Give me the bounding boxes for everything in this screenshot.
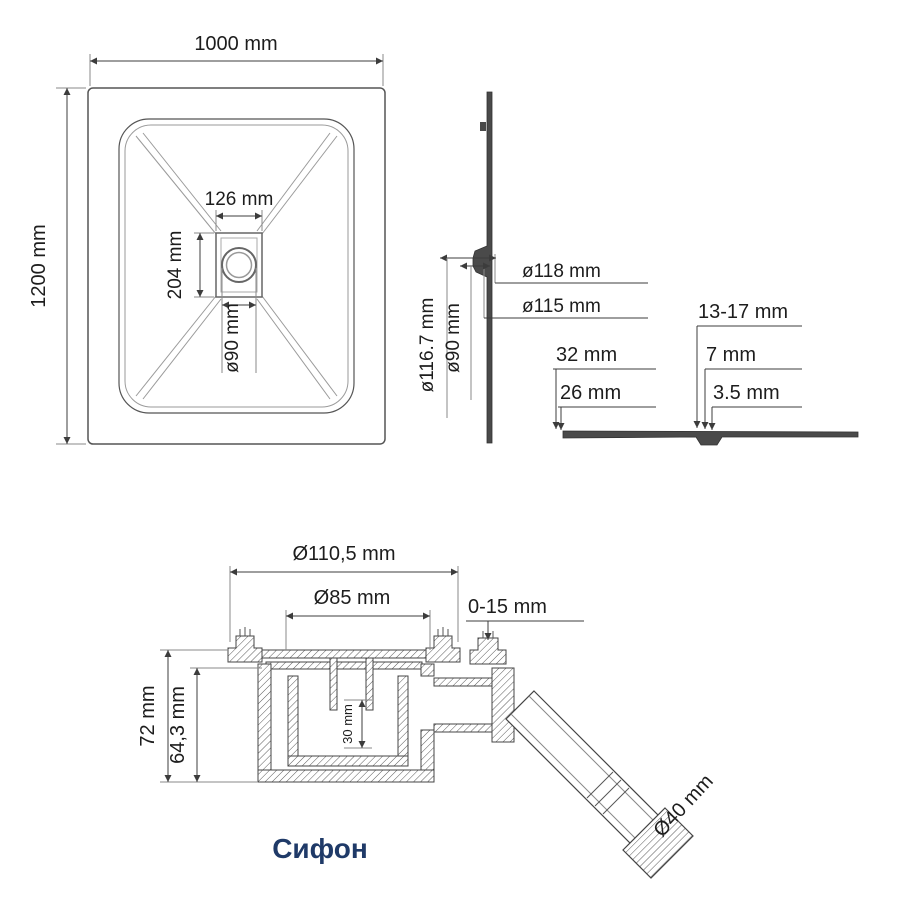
side-profile-rim-clip (480, 122, 486, 131)
dim-edge-base: 26 mm (557, 382, 656, 430)
outlet-pipe-top-wall (433, 677, 493, 687)
dim-edge-height-label: 32 mm (556, 344, 617, 366)
elbow-pipe-inner-walls (510, 695, 655, 840)
dim-siphon-adjust: 0-15 mm (466, 596, 584, 640)
dim-drain-height: 204 mm (165, 231, 214, 300)
dim-tray-width-label: 1000 mm (194, 33, 277, 55)
cup-wall-right-upper (420, 663, 435, 677)
dim-hole: ø90 mm (443, 262, 490, 400)
dim-siphon-seal-label: 30 mm (340, 704, 355, 744)
dim-drain-diameter: ø90 mm (221, 268, 257, 373)
dim-siphon-inner: Ø85 mm (285, 587, 431, 650)
tray-top-view: 1000 mm 1200 mm 126 mm 204 mm ø9 (28, 33, 386, 445)
elbow-thread-lines (586, 771, 630, 815)
inner-cup-wall-right (397, 675, 409, 767)
dim-siphon-inner-label: Ø85 mm (314, 587, 391, 609)
dim-drain-diameter-label: ø90 mm (222, 303, 243, 373)
outlet-nut (491, 667, 515, 743)
drain-tube-right (365, 657, 374, 711)
dim-drain-height-label: 204 mm (165, 231, 186, 300)
dim-flange-outer: ø118 mm (494, 254, 648, 284)
cup-wall-left (257, 663, 272, 783)
left-clamp-boss (227, 635, 263, 663)
dim-siphon-height-body-label: 64,3 mm (167, 686, 189, 764)
tray-side-section: ø118 mm ø115 mm ø116.7 mm ø90 mm (417, 91, 648, 444)
tray-inner-edge (118, 118, 355, 414)
dim-tray-height-label: 1200 mm (28, 224, 50, 307)
inner-cup-wall-left (287, 675, 299, 767)
dim-siphon-height-total: 72 mm (137, 649, 258, 783)
elbow-pipe (505, 690, 660, 845)
dim-siphon-height-total-label: 72 mm (137, 685, 159, 746)
edge-profile (562, 430, 859, 446)
flange-plate-bottom (265, 661, 423, 670)
dim-siphon-height-body: 64,3 mm (167, 667, 262, 782)
dim-drain-width: 126 mm (205, 189, 274, 231)
dim-flange-inner-label: ø115 mm (522, 296, 601, 317)
siphon-caption: Сифон (272, 833, 368, 864)
dim-tray-width: 1000 mm (89, 33, 384, 86)
dim-siphon-outer-label: Ø110,5 mm (293, 543, 396, 565)
dim-edge-thickness-min-label: 3.5 mm (713, 382, 780, 404)
inner-cup-bottom (287, 755, 409, 767)
tray-slope-lines (135, 132, 338, 400)
dim-siphon-adjust-label: 0-15 mm (468, 596, 547, 618)
dim-tray-height: 1200 mm (28, 87, 86, 445)
dim-siphon-outer: Ø110,5 mm (229, 543, 459, 642)
dim-edge-base-label: 26 mm (560, 382, 621, 404)
outlet-pipe-bottom-wall (433, 723, 493, 733)
cup-bottom (257, 769, 435, 783)
outlet-clamp-boss (469, 637, 507, 665)
dim-siphon-seal: 30 mm (340, 699, 372, 749)
dim-edge-thickness-min: 3.5 mm (708, 382, 802, 430)
dim-edge-lip-label: 7 mm (706, 344, 756, 366)
drain-tube-left (329, 657, 338, 711)
dim-edge-range-label: 13-17 mm (698, 301, 788, 323)
dim-recess-label: ø116.7 mm (417, 298, 438, 393)
dim-recess: ø116.7 mm (417, 254, 496, 418)
right-clamp-boss (425, 635, 461, 663)
dim-edge-range: 13-17 mm (693, 301, 802, 428)
dim-flange-outer-label: ø118 mm (522, 261, 601, 282)
tray-inner-edge-2 (124, 124, 349, 408)
dim-edge-lip: 7 mm (701, 344, 802, 429)
tray-edge-section: 13-17 mm 7 mm 3.5 mm 32 mm 26 mm (552, 301, 859, 446)
siphon-section: Ø40 mm Ø110,5 mm Ø85 mm 0-15 mm 72 mm (137, 543, 718, 879)
drain-hole-inner (225, 251, 253, 279)
flange-plate-top (261, 649, 427, 659)
end-nut (622, 807, 694, 879)
side-profile (472, 91, 493, 444)
dim-hole-label: ø90 mm (443, 303, 464, 373)
thread-ticks (239, 627, 494, 638)
dim-edge-height: 32 mm (552, 344, 656, 429)
dim-flange-inner: ø115 mm (483, 266, 648, 319)
dim-drain-width-label: 126 mm (205, 189, 274, 210)
